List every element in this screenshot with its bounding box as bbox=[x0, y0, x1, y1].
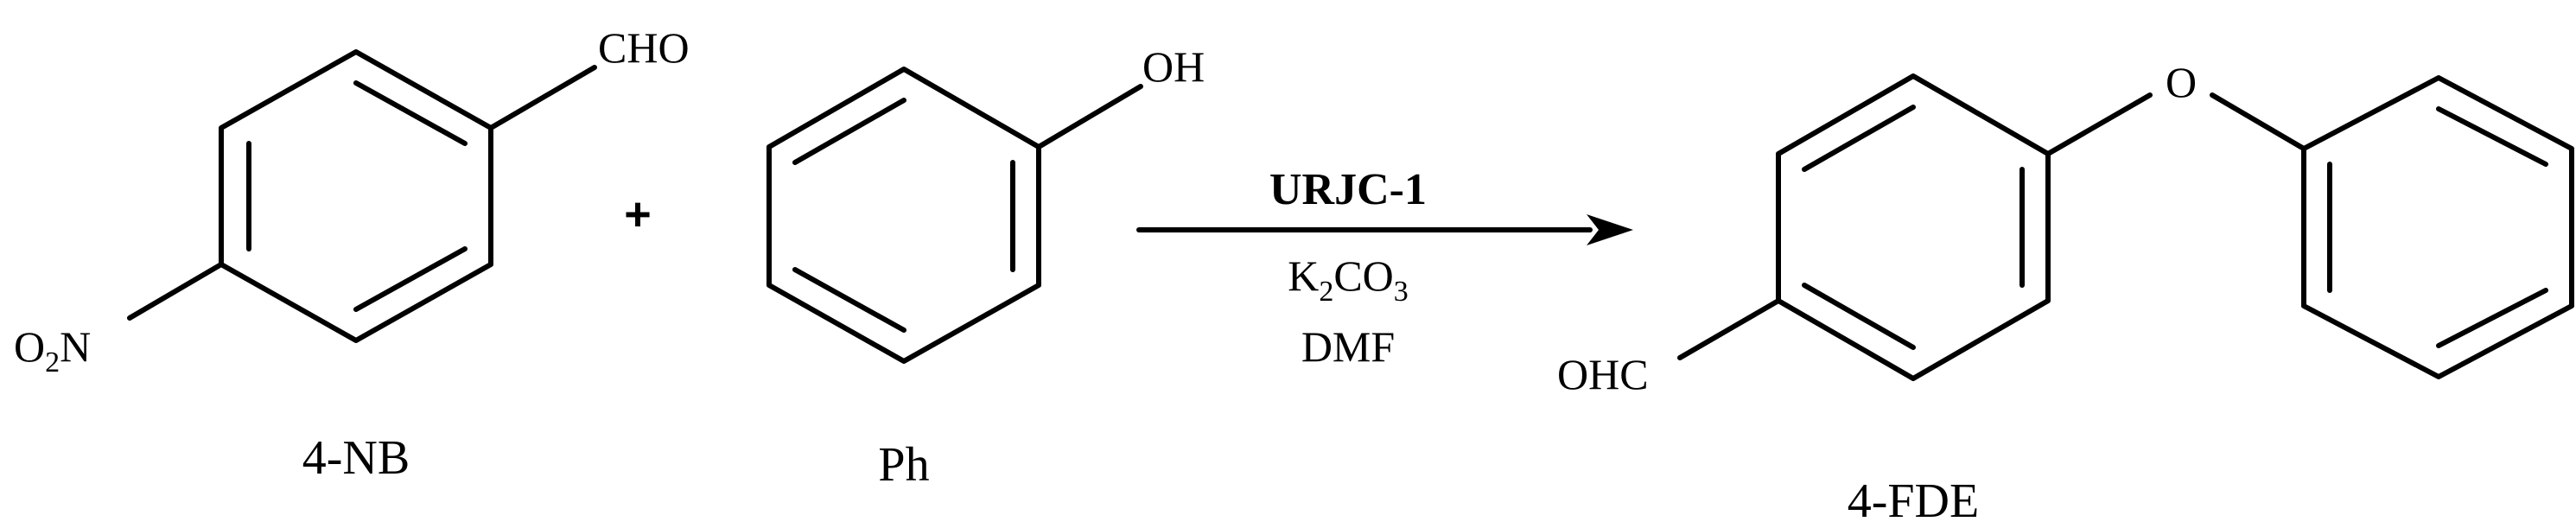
aldehyde-group-product: OHC bbox=[1557, 350, 1649, 398]
double-bond-pr-2 bbox=[2436, 288, 2548, 348]
benzene-ring-phenol bbox=[766, 67, 1041, 364]
ring-outline-product-left bbox=[1776, 73, 2051, 381]
ring-outline-phenol bbox=[766, 67, 1041, 364]
reaction-arrow-head bbox=[1587, 214, 1633, 245]
double-bond-4nb-2 bbox=[353, 246, 467, 312]
reactant-4-nitrobenzaldehyde: CHO O2N 4-NB bbox=[14, 23, 690, 485]
double-bond-pl-2 bbox=[1802, 283, 1916, 350]
double-bond-pr-1 bbox=[2436, 106, 2548, 167]
bond-left-ring-to-cho bbox=[1677, 298, 1781, 360]
ether-oxygen: O bbox=[2166, 58, 2197, 106]
reactant-1-label: 4-NB bbox=[302, 431, 410, 485]
bond-ether-o-to-right-ring bbox=[2210, 92, 2306, 151]
double-bond-phenol-1 bbox=[792, 98, 906, 165]
benzene-ring-product-left bbox=[1776, 73, 2051, 381]
double-bond-4nb-1 bbox=[353, 80, 467, 146]
hydroxyl-group: OH bbox=[1142, 42, 1205, 91]
double-bond-phenol-2 bbox=[792, 267, 906, 333]
double-bond-pl-1 bbox=[1802, 105, 1916, 172]
benzene-ring-product-right bbox=[2301, 75, 2574, 379]
benzene-ring-4nb bbox=[219, 49, 493, 343]
reactant-phenol: OH Ph bbox=[766, 42, 1205, 492]
catalyst-label: URJC-1 bbox=[1269, 165, 1427, 214]
aldehyde-group-4nb: CHO bbox=[598, 23, 690, 72]
ring-outline-4nb bbox=[219, 49, 493, 343]
reactant-2-label: Ph bbox=[878, 438, 929, 492]
plus-sign: + bbox=[624, 188, 652, 240]
solvent-label: DMF bbox=[1301, 322, 1395, 371]
base-label: K2CO3 bbox=[1288, 251, 1409, 308]
ring-outline-product-right bbox=[2301, 75, 2574, 379]
nitro-group: O2N bbox=[14, 322, 91, 379]
bond-ring-to-cho bbox=[488, 65, 597, 130]
product-label: 4-FDE bbox=[1848, 474, 1979, 528]
bond-ring-to-oh bbox=[1036, 84, 1143, 149]
bond-left-ring-to-ether-o bbox=[2045, 92, 2153, 156]
bond-ring-to-no2 bbox=[127, 262, 224, 321]
reaction-arrow-group: URJC-1 K2CO3 DMF bbox=[1136, 165, 1633, 371]
product-4-formyldiphenyl-ether: O OHC 4-FDE bbox=[1557, 58, 2574, 528]
